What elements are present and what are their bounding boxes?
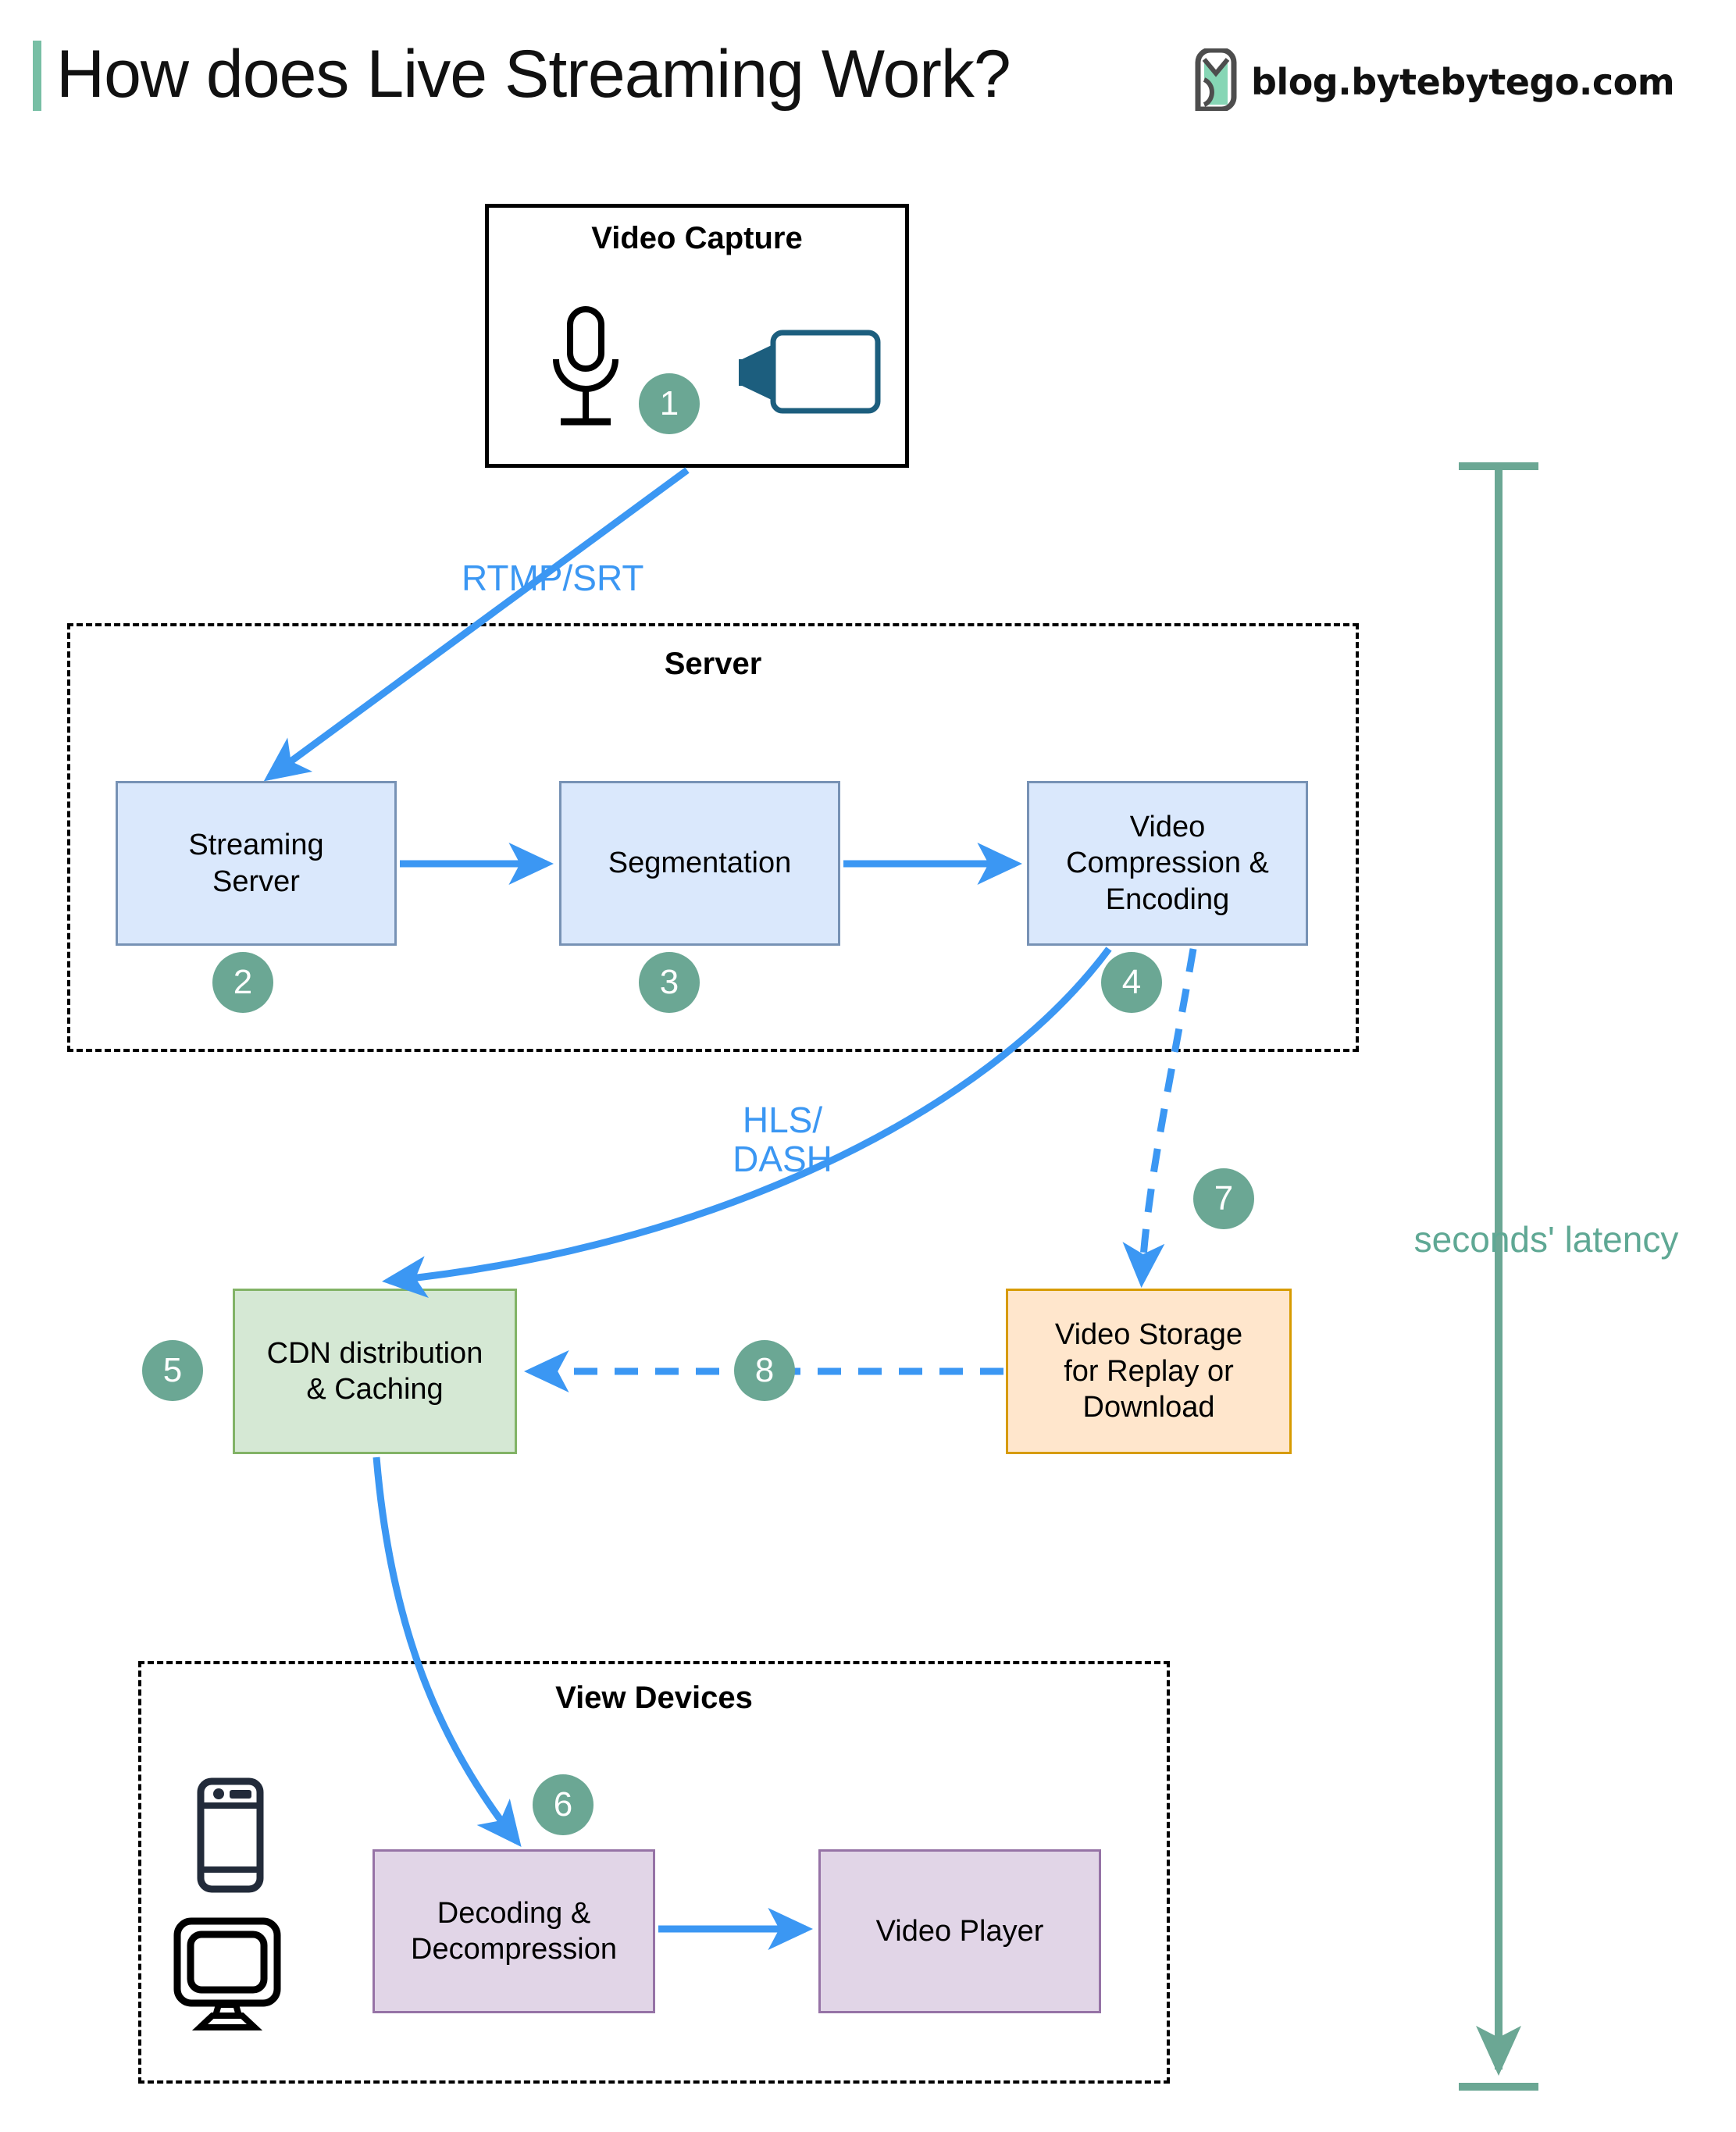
- group-video-capture: [485, 204, 909, 468]
- step-badge-1[interactable]: 1: [639, 373, 700, 434]
- node-cdn[interactable]: CDN distribution& Caching: [233, 1289, 517, 1454]
- node-video-player[interactable]: Video Player: [818, 1849, 1101, 2013]
- title-accent-bar: [33, 41, 41, 111]
- node-segmentation[interactable]: Segmentation: [559, 781, 840, 946]
- group-view-devices: [138, 1661, 1170, 2084]
- brand-text: blog.bytebytego.com: [1251, 60, 1675, 103]
- video-camera-icon: [726, 328, 882, 422]
- monitor-icon: [173, 1917, 281, 2035]
- step-badge-2[interactable]: 2: [212, 952, 273, 1013]
- node-label-video-player: Video Player: [875, 1914, 1044, 1948]
- group-title-view-devices: View Devices: [555, 1681, 753, 1715]
- step-badge-3[interactable]: 3: [639, 952, 700, 1013]
- step-badge-4[interactable]: 4: [1101, 952, 1162, 1013]
- latency-bracket: [1459, 462, 1538, 2091]
- annotation-latency: seconds' latency: [1413, 1219, 1679, 1260]
- group-title-video-capture: Video Capture: [591, 221, 803, 255]
- page-title: How does Live Streaming Work?: [56, 37, 1011, 112]
- smartphone-icon: [197, 1777, 264, 1897]
- edge-label-rtmp-srt: RTMP/SRT: [462, 558, 644, 598]
- microphone-icon: [539, 305, 633, 437]
- node-decoding[interactable]: Decoding &Decompression: [373, 1849, 655, 2013]
- node-label-cdn: CDN distribution& Caching: [266, 1336, 483, 1406]
- brand-lockup: blog.bytebytego.com: [1192, 47, 1675, 115]
- step-badge-5[interactable]: 5: [142, 1340, 203, 1401]
- group-title-server: Server: [664, 647, 762, 681]
- step-badge-8[interactable]: 8: [734, 1340, 795, 1401]
- step-badge-6[interactable]: 6: [533, 1774, 594, 1835]
- step-badge-7[interactable]: 7: [1193, 1168, 1254, 1229]
- node-label-segmentation: Segmentation: [608, 847, 792, 880]
- bytebytego-logo-icon: [1192, 47, 1240, 115]
- edge-label-hls-dash: HLS/DASH: [733, 1100, 832, 1179]
- node-label-decoding: Decoding &Decompression: [411, 1896, 617, 1966]
